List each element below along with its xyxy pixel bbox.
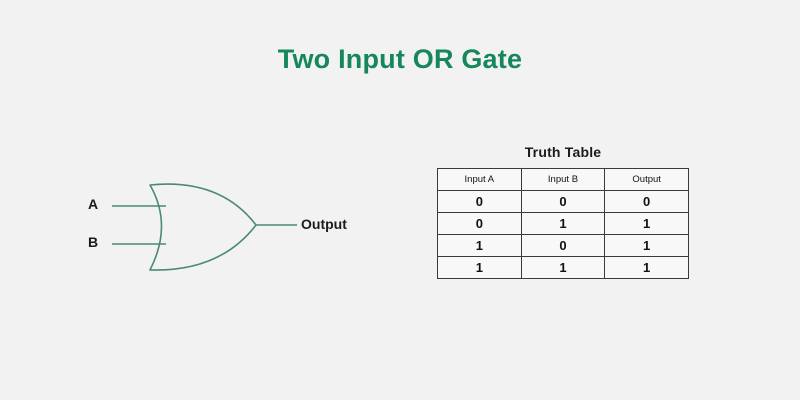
table-row: 0 1 1 bbox=[437, 212, 689, 235]
page-title: Two Input OR Gate bbox=[277, 44, 523, 74]
cell-input-b: 0 bbox=[520, 190, 606, 213]
cell-input-a: 0 bbox=[437, 190, 522, 213]
table-header-row: Input A Input B Output bbox=[437, 168, 689, 191]
table-row: 1 0 1 bbox=[437, 234, 689, 257]
or-gate-svg bbox=[112, 183, 297, 271]
cell-output: 1 bbox=[604, 234, 689, 257]
or-gate-diagram: A B Output bbox=[60, 160, 400, 300]
cell-output: 1 bbox=[604, 256, 689, 279]
column-header-output: Output bbox=[604, 168, 689, 191]
column-header-input-a: Input A bbox=[437, 168, 522, 191]
cell-input-b: 1 bbox=[520, 212, 606, 235]
truth-table-title: Truth Table bbox=[524, 144, 602, 160]
output-label: Output bbox=[301, 216, 347, 232]
cell-output: 1 bbox=[604, 212, 689, 235]
input-b-label: B bbox=[88, 234, 99, 250]
cell-input-b: 1 bbox=[520, 256, 606, 279]
table-row: 1 1 1 bbox=[437, 256, 689, 279]
truth-table-block: Truth Table Input A Input B Output 0 0 0… bbox=[437, 144, 689, 279]
cell-input-a: 1 bbox=[437, 256, 522, 279]
table-row: 0 0 0 bbox=[437, 190, 689, 213]
column-header-input-b: Input B bbox=[520, 168, 606, 191]
cell-input-a: 0 bbox=[437, 212, 522, 235]
cell-output: 0 bbox=[604, 190, 689, 213]
input-a-label: A bbox=[88, 196, 99, 212]
cell-input-b: 0 bbox=[520, 234, 606, 257]
cell-input-a: 1 bbox=[437, 234, 522, 257]
or-gate-body bbox=[149, 183, 257, 271]
truth-table: Input A Input B Output 0 0 0 0 1 1 1 bbox=[437, 168, 689, 279]
